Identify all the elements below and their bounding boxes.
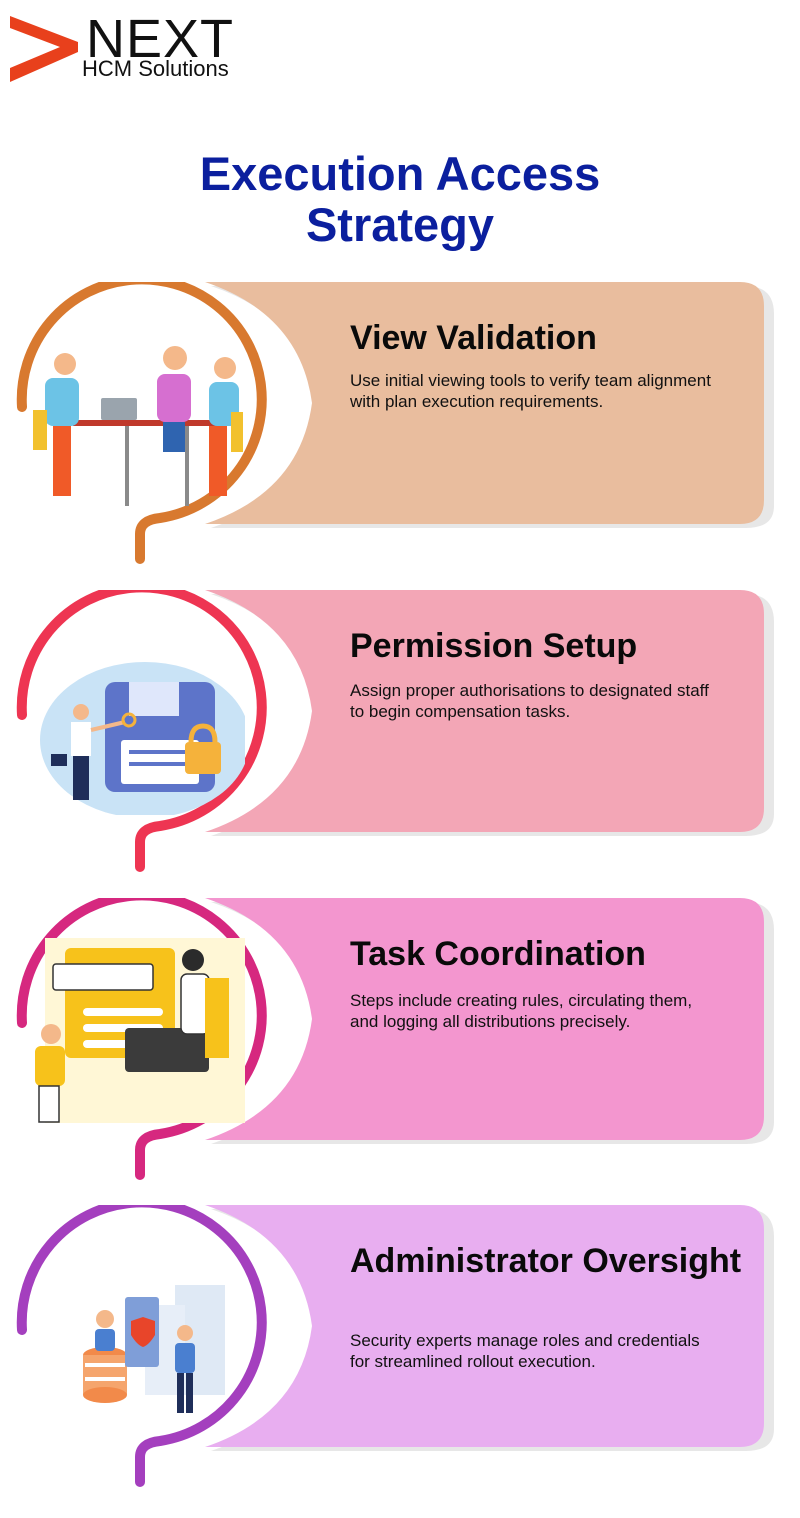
card-description: Security experts manage roles and creden… (350, 1331, 700, 1371)
card-description: Use initial viewing tools to verify team… (350, 371, 711, 411)
title-line-2: Strategy (305, 198, 495, 251)
team-meeting-illustration (33, 346, 243, 506)
card-title: View Validation (350, 319, 597, 357)
logo-word: NEXT (86, 9, 235, 69)
card-task-coordination: Task Coordination Steps include creating… (0, 898, 800, 1198)
card-permission-setup: Permission Setup Assign proper authorisa… (0, 590, 800, 890)
title-line-1: Execution Access (199, 147, 601, 200)
brand-logo: NEXT HCM Solutions (8, 8, 258, 88)
card-administrator-oversight: Administrator Oversight Security experts… (0, 1205, 800, 1505)
chevron-logo-icon (10, 16, 78, 82)
card-title: Task Coordination (350, 935, 646, 973)
card-title: Administrator Oversight (350, 1242, 742, 1280)
page-title: Execution Access Strategy (0, 148, 800, 250)
card-description: Steps include creating rules, circulatin… (350, 991, 693, 1031)
card-view-validation: View Validation Use initial viewing tool… (0, 282, 800, 582)
card-title: Permission Setup (350, 627, 638, 665)
coordination-illustration (35, 938, 245, 1123)
key-and-lock-illustration (40, 662, 245, 815)
card-background (16, 590, 774, 872)
server-security-illustration (83, 1285, 225, 1413)
card-background (16, 282, 774, 564)
card-background (16, 1205, 774, 1487)
logo-subtitle: HCM Solutions (82, 56, 229, 81)
card-background (16, 898, 774, 1180)
card-description: Assign proper authorisations to designat… (350, 681, 709, 721)
